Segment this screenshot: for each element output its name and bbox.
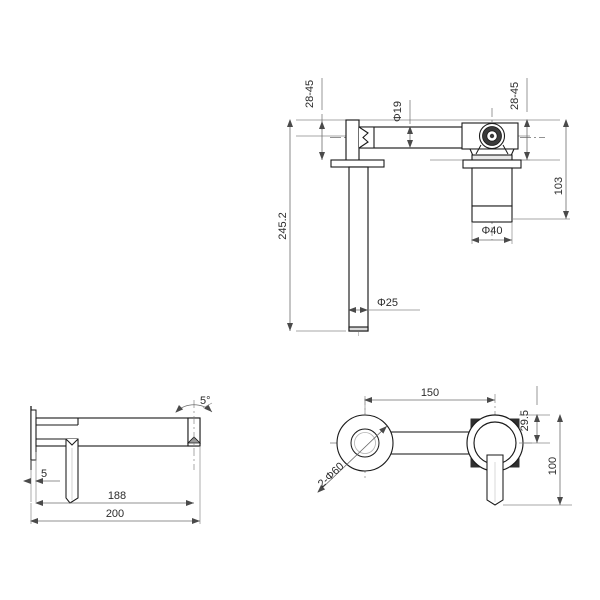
dim-front-column-diameter: Φ25 [348, 297, 420, 313]
plan-left-escutcheon [336, 414, 394, 472]
dim-plan-centre-distance: 150 [364, 387, 495, 415]
front-valve-shank [471, 167, 513, 223]
front-column [348, 166, 369, 332]
dim-side-outlet-angle: 5° [175, 395, 213, 413]
dim-label-valve-offset: 29.5 [519, 410, 531, 431]
dim-side-spout-reach: 188 [35, 490, 194, 506]
dim-plan-plate-width: 100 [503, 414, 572, 506]
dim-label-plate-width: 100 [547, 457, 559, 475]
dim-label-overall-projection: 200 [106, 508, 124, 520]
dim-label-outlet-angle: 5° [200, 395, 211, 407]
plan-right-valve [466, 414, 524, 472]
front-valve-handle-hub [475, 122, 509, 155]
view-front-elevation: 28-45 Φ19 28-45 103 Φ40 [277, 78, 570, 336]
dim-label-valve-diameter: Φ40 [481, 225, 502, 237]
front-spout-arm [357, 126, 471, 149]
dim-front-valve-drop: 103 [512, 119, 570, 220]
side-handle-lever [65, 438, 79, 504]
dim-front-valve-diameter: Φ40 [471, 222, 513, 244]
dim-front-overall-height: 245.2 [277, 119, 293, 331]
side-wall-plate [30, 409, 37, 461]
front-spout-vertical-neck [345, 119, 360, 164]
dim-plan-valve-offset: 29.5 [519, 386, 550, 444]
dim-label-valve-drop: 103 [553, 177, 565, 195]
dim-side-wall-offset: 5 [23, 452, 60, 502]
dim-label-centre-distance: 150 [421, 387, 439, 399]
dim-label-valve-height-right: 28-45 [509, 82, 521, 110]
dim-front-spout-height-left: 28-45 [304, 78, 325, 160]
front-outlet-nozzle [358, 126, 375, 149]
dim-label-spout-height-left: 28-45 [304, 80, 316, 108]
side-spout-body [35, 417, 201, 447]
dim-front-spout-diameter: Φ19 [392, 100, 413, 148]
front-wall-flange [330, 159, 385, 168]
dim-front-valve-height-right: 28-45 [509, 78, 530, 160]
plan-handle-lever [486, 454, 504, 506]
dim-label-spout-diameter: Φ19 [392, 101, 404, 122]
dim-label-overall-height: 245.2 [277, 212, 289, 240]
view-side-elevation: 5° 5 188 200 [23, 395, 213, 524]
dim-label-column-diameter: Φ25 [377, 297, 398, 309]
dim-label-spout-reach: 188 [108, 490, 126, 502]
view-plan: 150 29.5 100 2-Φ60 [316, 386, 572, 506]
dim-label-wall-offset: 5 [41, 468, 47, 480]
front-extension-lines [296, 119, 560, 332]
dim-label-hole-callout: 2-Φ60 [316, 460, 347, 490]
front-valve-flange [462, 159, 522, 169]
dim-side-overall-projection: 200 [30, 446, 201, 524]
